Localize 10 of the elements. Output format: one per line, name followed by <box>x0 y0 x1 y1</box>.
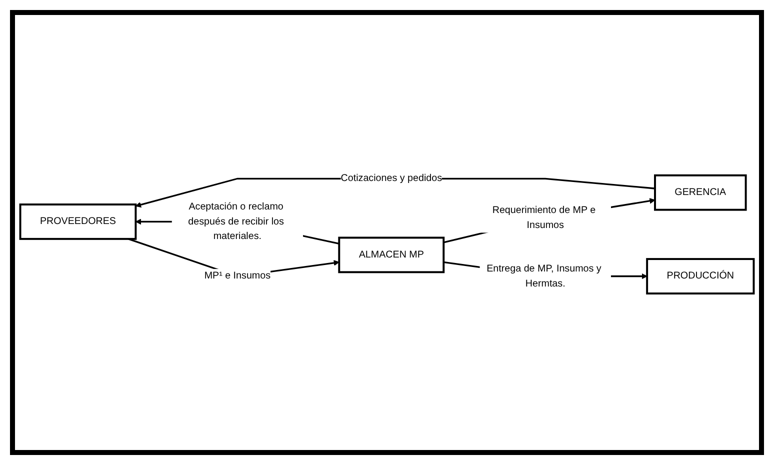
node-box <box>19 204 137 240</box>
edge-label: Requerimiento de MP e Insumos <box>492 204 596 231</box>
node-box <box>654 174 747 211</box>
edge-label: Aceptación o reclamo después de recibir los materiales. <box>188 200 284 242</box>
node-box <box>646 258 755 295</box>
edge-label: MP¹ e Insumos <box>204 270 271 282</box>
edge-label: Cotizaciones y pedidos <box>340 172 442 184</box>
diagram-frame: Aceptación o reclamo después de recibir los materiales. MP¹ e Insumos Cotizaciones y pedidos Requerimiento de MP e Insumos Entrega de MP, Insumos y Hermtas. PROVEEDORES ALMACEN MP GERENCIA PRODUCCIÓN <box>10 10 764 455</box>
node-box <box>338 236 445 274</box>
edge-label: Entrega de MP, Insumos y Hermtas. <box>486 262 602 289</box>
